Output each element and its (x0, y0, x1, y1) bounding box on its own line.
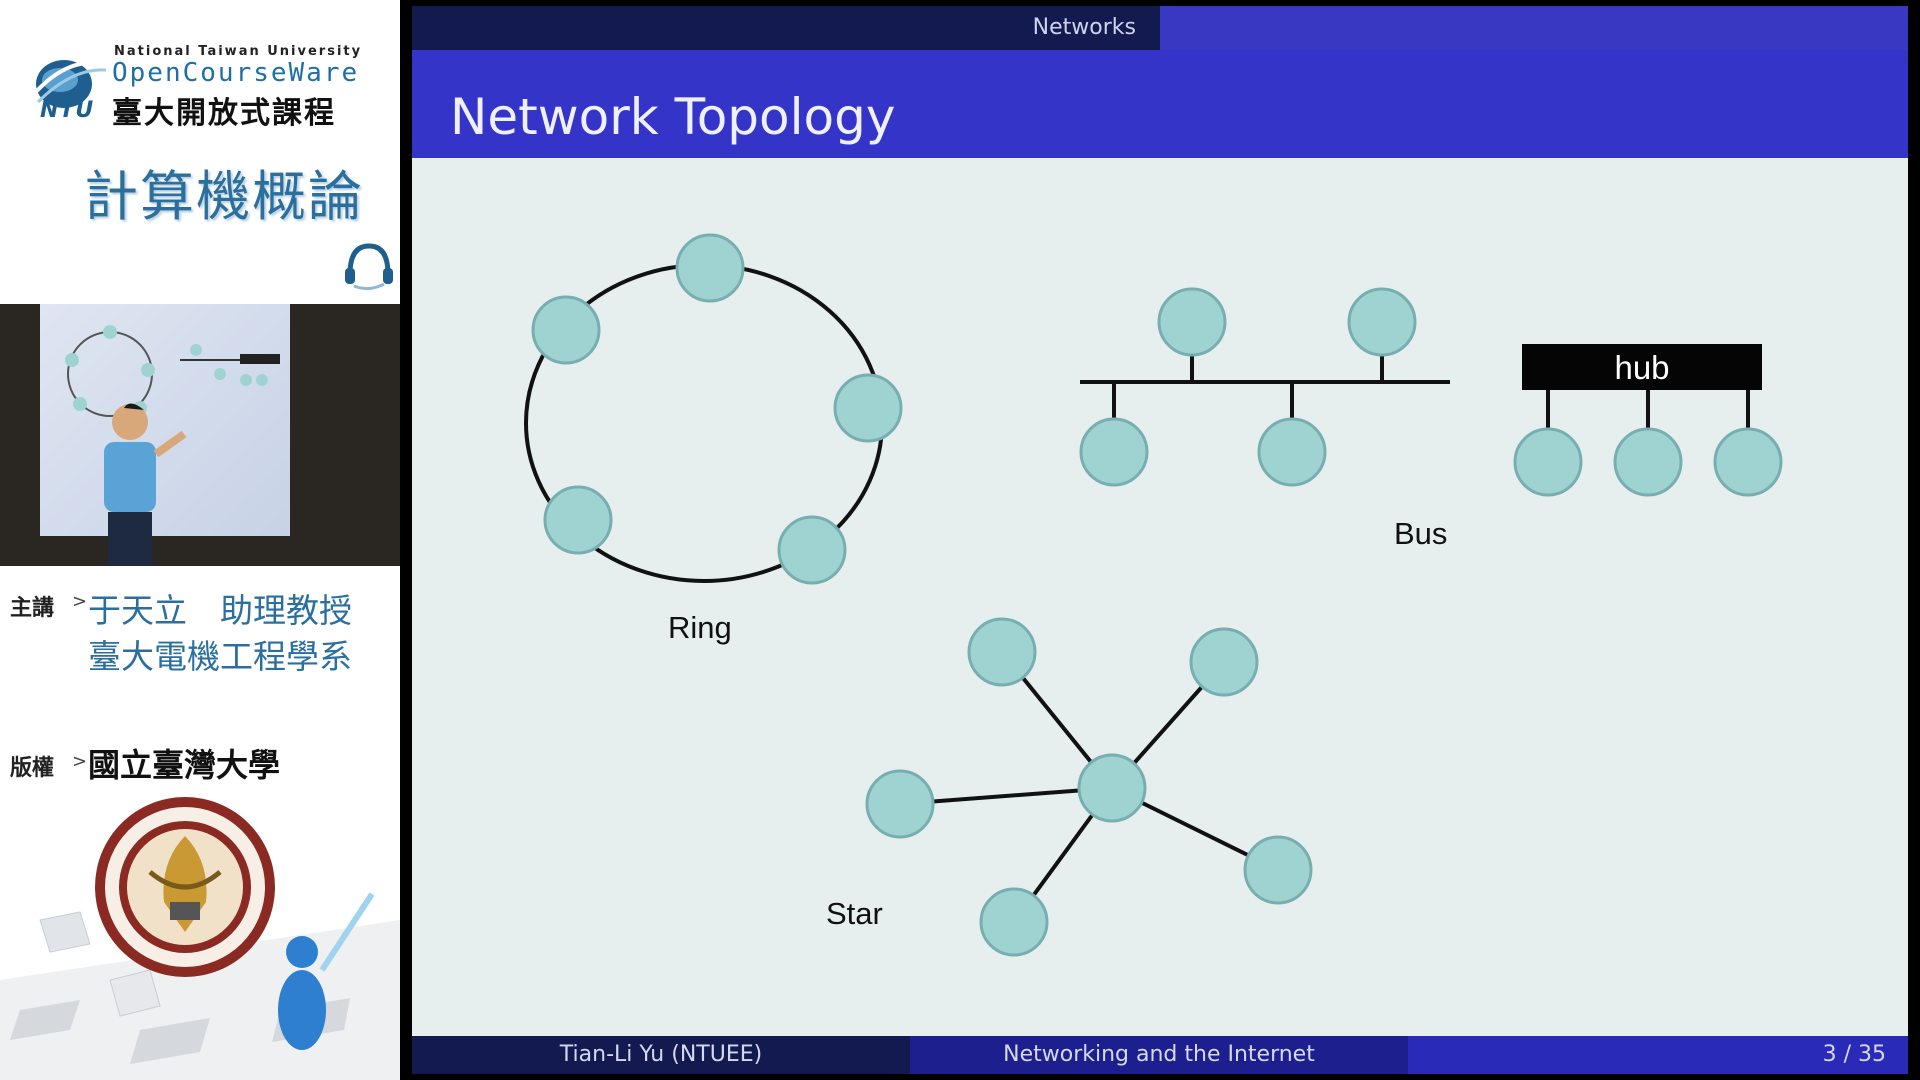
lecturer-figure (104, 403, 187, 566)
star-label: Star (826, 896, 883, 931)
star-topology: Star (826, 617, 1313, 957)
footer-author: Tian-Li Yu (NTUEE) (412, 1036, 910, 1074)
star-link (899, 786, 1113, 806)
bus-topology: Bus (1079, 287, 1450, 551)
lecturer-department: 臺大電機工程學系 (88, 637, 352, 676)
bus-node (1257, 417, 1327, 487)
ring-node (531, 295, 601, 365)
star-node (979, 887, 1049, 957)
chevron-right-icon: > (72, 751, 88, 772)
chessboard-decoration (0, 892, 400, 1080)
hub-topology: hub (1513, 344, 1783, 497)
star-node (1243, 835, 1313, 905)
hub-node (1513, 427, 1583, 497)
slide-header: Network Topology (412, 50, 1908, 158)
globe-logo-icon (32, 60, 107, 108)
bus-label: Bus (1394, 516, 1447, 551)
lecturer-label: 主講 (10, 596, 55, 621)
ring-label: Ring (668, 610, 732, 645)
ntu-mark: NTU (40, 98, 95, 123)
ocw-chinese-name: 臺大開放式課程 (112, 96, 336, 131)
nav-section-networks[interactable]: Networks (412, 6, 1160, 50)
course-title: 計算機概論 (84, 165, 364, 228)
copyright-owner: 國立臺灣大學 (88, 746, 281, 784)
projected-screen (40, 304, 290, 536)
star-center-node (1077, 753, 1147, 823)
ring-node (777, 515, 847, 585)
headset-icon[interactable] (342, 240, 396, 292)
hub-node (1613, 427, 1683, 497)
bus-node (1079, 417, 1149, 487)
hub-node (1713, 427, 1783, 497)
slide-title: Network Topology (450, 88, 896, 146)
course-sidebar: NTU National Taiwan University OpenCours… (0, 0, 400, 1080)
network-topology-diagram: Ring Bus hub (524, 233, 1783, 957)
chevron-right-icon: > (72, 591, 88, 612)
ntu-ocw-logo: NTU National Taiwan University OpenCours… (28, 44, 368, 131)
star-node (967, 617, 1037, 687)
star-node (865, 769, 935, 839)
hub-box (1522, 344, 1762, 390)
bus-node (1347, 287, 1417, 357)
slide-footer: Tian-Li Yu (NTUEE) Networking and the In… (412, 1036, 1908, 1074)
footer-topic: Networking and the Internet (910, 1036, 1408, 1074)
bus-node (1157, 287, 1227, 357)
lecturer-name: 于天立 助理教授 (88, 591, 352, 630)
ntu-seal-logo (95, 797, 275, 977)
ocw-name: OpenCourseWare (112, 58, 360, 88)
ring-node (833, 373, 903, 443)
presentation-slide: Networks Network Topology Ring Bus (412, 6, 1908, 1074)
lecture-video[interactable] (0, 304, 400, 566)
star-node (1189, 627, 1259, 697)
copyright-label: 版權 (10, 756, 55, 781)
footer-page-number: 3 / 35 (1408, 1036, 1908, 1074)
slide-navigation-bar: Networks (412, 6, 1908, 50)
ring-topology: Ring (524, 233, 903, 645)
ring-node (543, 485, 613, 555)
university-name: National Taiwan University (114, 44, 363, 59)
hub-label: hub (1614, 349, 1669, 386)
ring-node (675, 233, 745, 303)
